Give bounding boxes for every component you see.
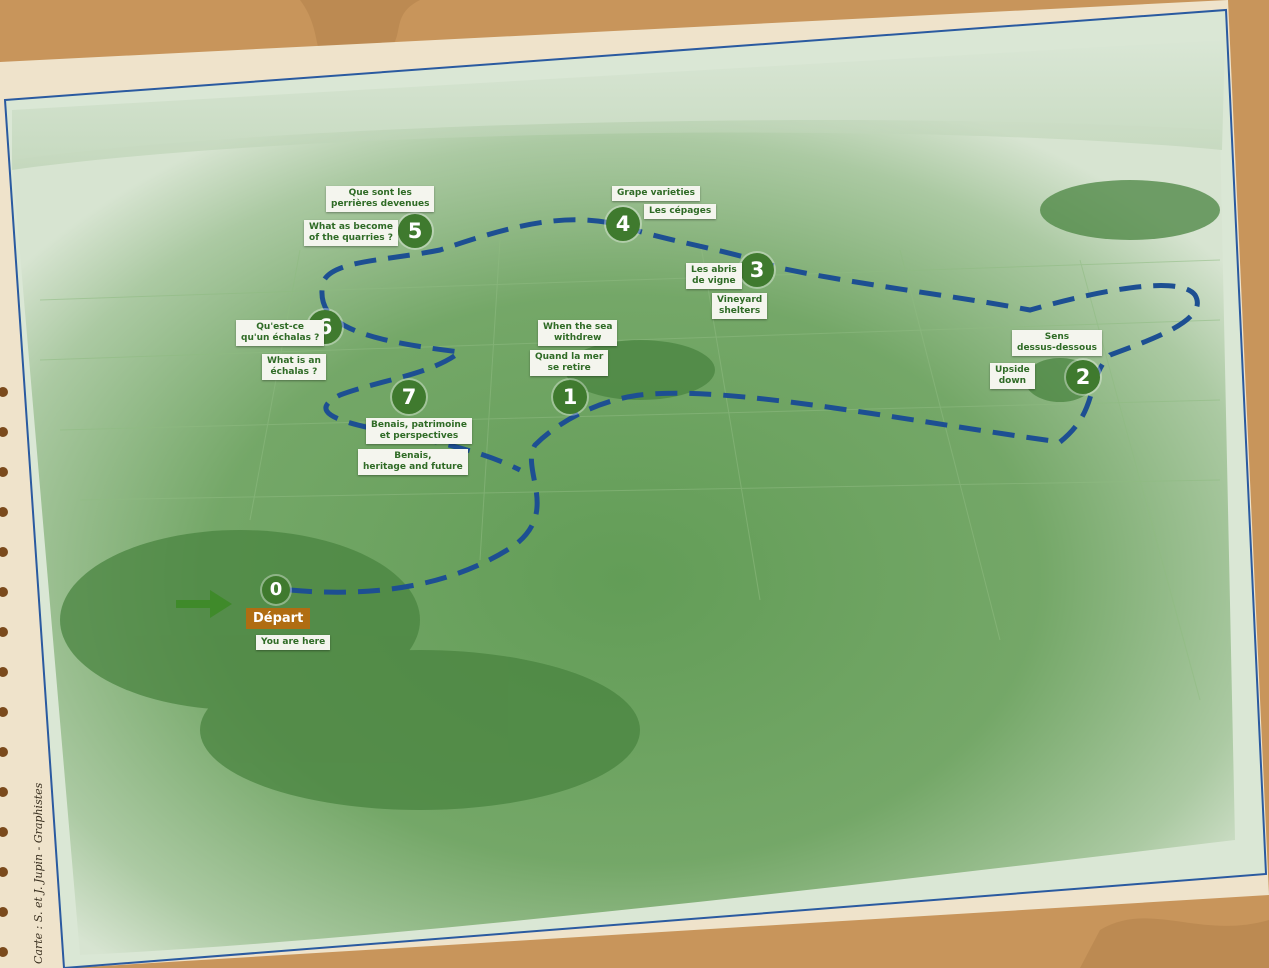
map-credit: Carte : S. et J. Jupin - Graphistes	[32, 782, 45, 964]
stop-2-label-en: Upside down	[990, 363, 1035, 389]
stop-4-marker[interactable]: 4	[606, 207, 640, 241]
binding-rings	[0, 387, 8, 957]
stop-0-marker[interactable]: 0	[262, 576, 290, 604]
stop-6-label-fr: Qu'est-ce qu'un échalas ?	[236, 320, 325, 346]
stop-1-label-fr: Quand la mer se retire	[530, 350, 609, 376]
stop-1-label-en: When the sea withdrew	[538, 320, 618, 346]
stop-3-marker[interactable]: 3	[740, 253, 774, 287]
stop-1-marker[interactable]: 1	[553, 380, 587, 414]
start-caption: You are here	[256, 635, 331, 650]
route-path	[289, 217, 1200, 595]
stop-7-marker[interactable]: 7	[392, 380, 426, 414]
stop-3-label-en: Vineyard shelters	[712, 293, 768, 319]
stop-7-label-en: Benais, heritage and future	[358, 449, 468, 475]
stop-4-label-fr: Les cépages	[644, 204, 717, 219]
stop-5-label-fr: Que sont les perrières devenues	[326, 186, 435, 212]
stop-4-label-en: Grape varieties	[612, 186, 700, 201]
stop-2-marker[interactable]: 2	[1066, 360, 1100, 394]
stop-2-label-fr: Sens dessus-dessous	[1012, 330, 1102, 356]
stop-5-label-en: What as become of the quarries ?	[304, 220, 398, 246]
stop-7-label-fr: Benais, patrimoine et perspectives	[366, 418, 472, 444]
stop-3-label-fr: Les abris de vigne	[686, 263, 742, 289]
start-arrow	[176, 590, 232, 618]
stop-6-label-en: What is an échalas ?	[262, 354, 326, 380]
stop-5-marker[interactable]: 5	[398, 214, 432, 248]
depart-badge: Départ	[246, 608, 311, 629]
